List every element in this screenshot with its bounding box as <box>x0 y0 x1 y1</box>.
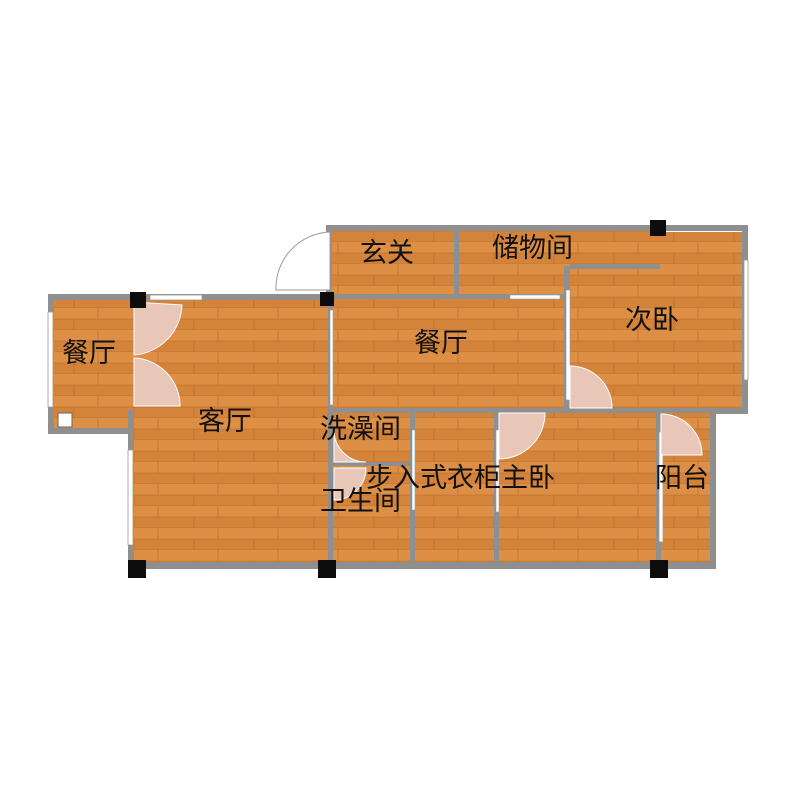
column-icon <box>318 560 336 578</box>
column-icon <box>650 220 666 236</box>
room-label-shower: 洗澡间 <box>320 414 401 445</box>
room-label-dining-main: 餐厅 <box>414 328 468 359</box>
room-label-living: 客厅 <box>198 406 252 437</box>
living-door-swing-1 <box>133 301 183 356</box>
floor-living <box>132 300 332 568</box>
balcony-door-swing <box>660 413 703 456</box>
shower-door-swing <box>333 429 367 463</box>
room-label-storage: 储物间 <box>492 233 573 264</box>
column-icon <box>128 560 146 578</box>
room-label-dining-left: 餐厅 <box>62 338 116 369</box>
floor-dining-left <box>52 298 132 432</box>
windows <box>47 259 749 546</box>
door-swings <box>133 231 703 501</box>
room-label-bedroom2: 次卧 <box>625 305 679 336</box>
bedroom2-door-swing <box>569 365 613 409</box>
columns <box>128 220 668 578</box>
master-door-swing <box>498 412 546 460</box>
toilet-door-swing <box>333 467 367 501</box>
column-icon <box>650 560 668 578</box>
entrance-door-swing <box>275 231 331 291</box>
living-door-swing-2 <box>133 357 181 407</box>
column-icon <box>320 292 334 306</box>
room-label-wardrobe-master: 步入式衣柜主卧 <box>366 463 555 494</box>
room-label-balcony: 阳台 <box>655 463 709 494</box>
floor-dining-main <box>330 298 568 410</box>
column-icon <box>130 292 146 308</box>
sink-icon <box>57 412 73 428</box>
room-label-toilet: 卫生间 <box>320 486 401 517</box>
room-label-entrance: 玄关 <box>360 238 414 269</box>
floor-areas <box>52 228 746 568</box>
floor-entrance <box>330 228 455 298</box>
